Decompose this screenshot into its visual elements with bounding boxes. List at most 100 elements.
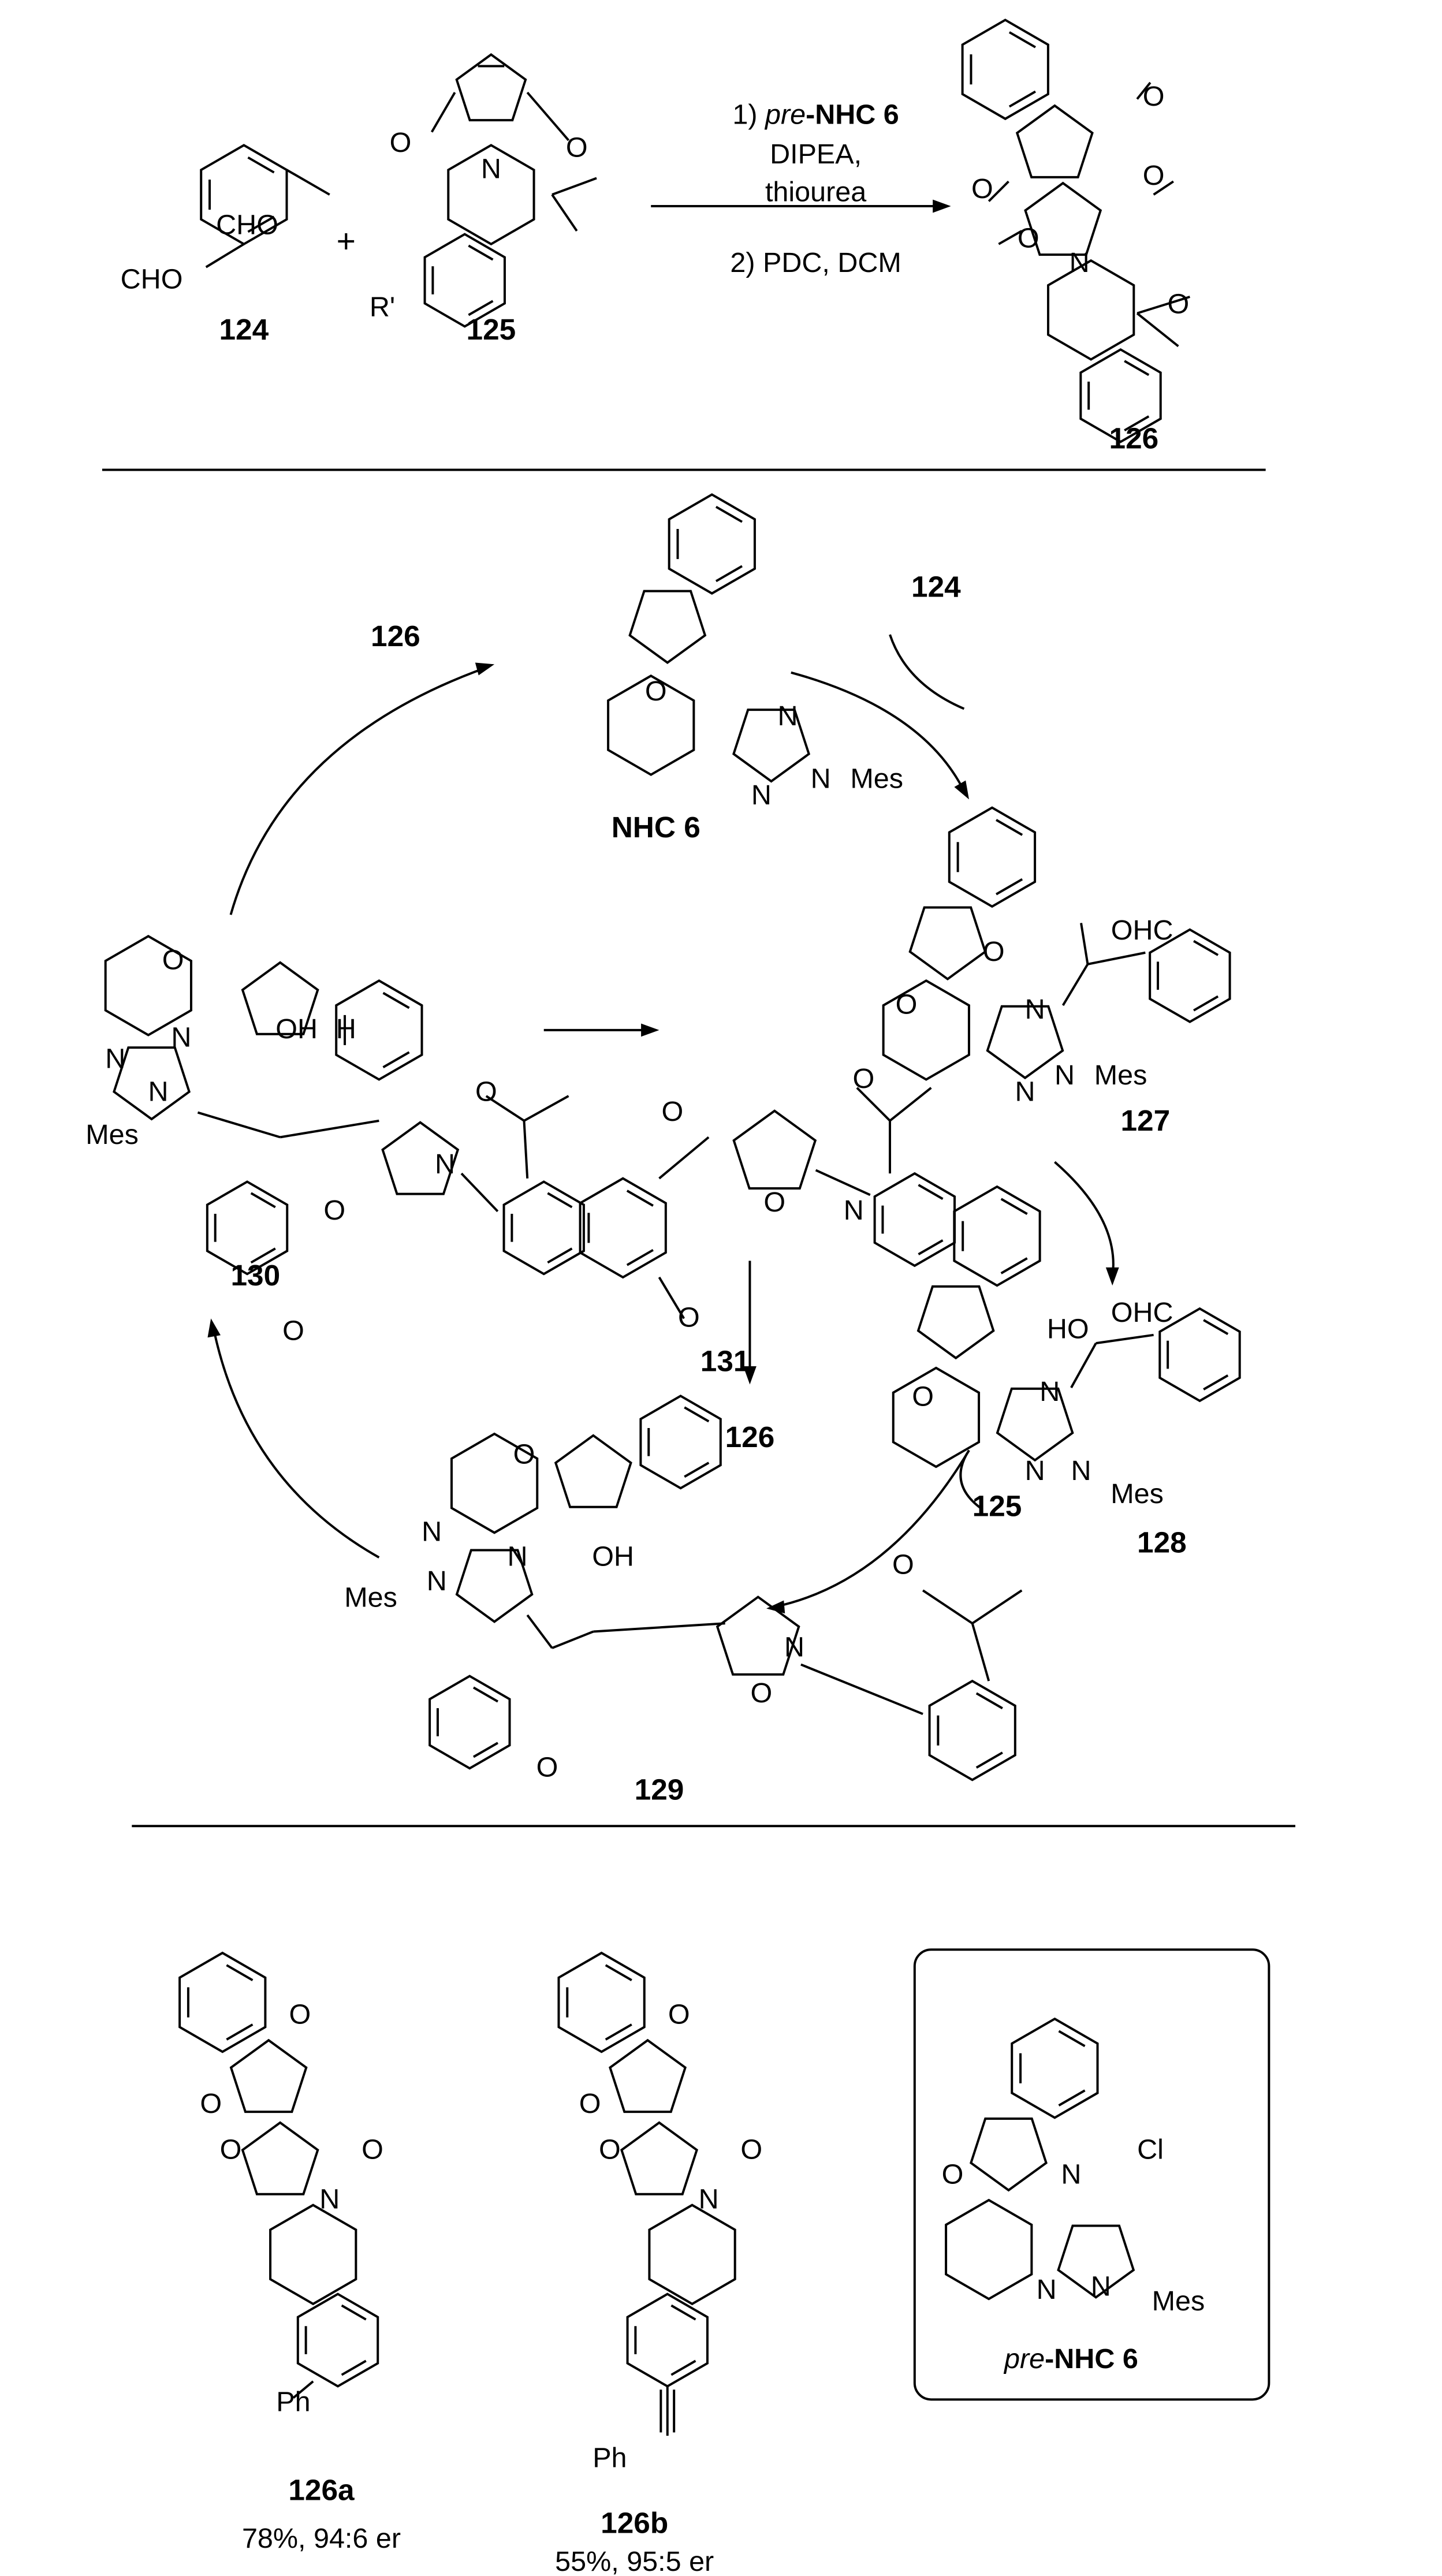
condition-thiourea: thiourea xyxy=(765,176,866,207)
six-membered-ring xyxy=(269,2204,357,2306)
bond xyxy=(523,1095,569,1122)
bond xyxy=(971,1589,1023,1624)
atom-label: O xyxy=(740,2134,762,2165)
atom-label: N xyxy=(1025,1455,1045,1486)
bond xyxy=(1136,312,1179,348)
reaction-arrow xyxy=(1054,1161,1115,1278)
bond xyxy=(1153,180,1174,196)
atom-label: O xyxy=(892,1549,914,1580)
five-membered-ring xyxy=(716,1595,800,1676)
bond xyxy=(670,2359,696,2376)
bond xyxy=(247,215,275,233)
benzene-ring xyxy=(928,1679,1016,1781)
benzene-ring xyxy=(335,979,423,1081)
bond xyxy=(1061,963,1089,1006)
bond xyxy=(1137,296,1190,315)
compound-label-125: 125 xyxy=(467,313,516,346)
six-membered-ring xyxy=(450,1432,539,1534)
five-membered-ring xyxy=(916,1285,995,1360)
five-membered-ring xyxy=(381,1121,460,1195)
result-126b: 55%, 95:5 er xyxy=(555,2546,714,2576)
atom-label: O xyxy=(599,2134,621,2165)
atom-label: N xyxy=(699,2183,719,2215)
atom-label: O xyxy=(661,1096,683,1127)
reaction-arrow xyxy=(213,1331,380,1559)
atom-label: N xyxy=(105,1043,125,1075)
atom-label: O xyxy=(220,2134,242,2165)
atom-label: N xyxy=(778,700,798,732)
atom-label: O xyxy=(323,1195,345,1226)
atom-label: Mes xyxy=(1111,1478,1164,1509)
atom-label: N xyxy=(811,763,831,794)
bond xyxy=(485,1095,525,1122)
bond xyxy=(918,1239,944,1255)
five-membered-ring xyxy=(1057,2224,1135,2299)
bond xyxy=(286,169,330,196)
atom-label: O xyxy=(513,1438,535,1470)
bond xyxy=(1193,940,1219,956)
arrowhead xyxy=(743,1366,757,1385)
five-membered-ring xyxy=(609,2038,687,2113)
compound-label-126: 126 xyxy=(1109,422,1159,455)
bond xyxy=(975,1751,1003,1769)
cycle-input-125: 125 xyxy=(972,1490,1022,1523)
benzene-ring xyxy=(296,2292,379,2388)
bond xyxy=(975,1692,1003,1710)
bond xyxy=(1058,2089,1086,2107)
intermediate-label-127: 127 xyxy=(1120,1104,1170,1137)
arrowhead xyxy=(1105,1267,1119,1286)
benzene-ring xyxy=(873,1172,956,1268)
atom-label: N xyxy=(784,1631,804,1662)
atom-label: N xyxy=(1039,1376,1060,1407)
atom-label: N xyxy=(422,1516,442,1548)
bond xyxy=(1000,1257,1028,1274)
five-membered-ring xyxy=(554,1434,632,1508)
bond xyxy=(1058,2030,1086,2048)
bond xyxy=(552,1630,594,1649)
condition-dipea: DIPEA, xyxy=(770,139,862,170)
five-membered-ring xyxy=(969,2118,1048,2192)
five-membered-ring xyxy=(455,1549,534,1623)
bond xyxy=(605,2023,632,2041)
precatalyst-box xyxy=(913,1948,1270,2401)
benzene-ring xyxy=(502,1180,585,1276)
precatalyst-label: pre-NHC 6 xyxy=(1003,2343,1138,2374)
reaction-arrow xyxy=(774,1449,970,1608)
substituent-r-label: R' xyxy=(370,292,395,323)
six-membered-ring xyxy=(104,934,192,1037)
atom-label: OHC xyxy=(1111,915,1173,946)
bond xyxy=(205,243,245,269)
atom-label: N xyxy=(1091,2271,1111,2302)
bond xyxy=(715,505,743,523)
atom-label: O xyxy=(1143,160,1165,191)
six-membered-ring xyxy=(945,2198,1033,2301)
bond xyxy=(1124,415,1150,432)
bond xyxy=(856,1087,891,1122)
atom-label: OHC xyxy=(1111,1297,1173,1328)
atom-label: O xyxy=(289,1999,311,2030)
atom-label: O xyxy=(162,944,184,975)
bond xyxy=(998,230,1023,245)
benzene-ring xyxy=(428,1675,511,1770)
atom-label: N xyxy=(1055,1060,1075,1091)
six-membered-ring xyxy=(447,144,535,245)
bond xyxy=(815,1169,871,1196)
atom-label: O xyxy=(579,2088,601,2119)
atom-label: HO xyxy=(1047,1314,1089,1345)
atom-label: O xyxy=(971,173,993,204)
substituent-ph-126b: Ph xyxy=(593,2442,627,2473)
compound-label-124: 124 xyxy=(219,313,269,346)
atom-label: N xyxy=(751,780,772,811)
compound-label-126a: 126a xyxy=(288,2473,355,2506)
bond xyxy=(626,1190,654,1207)
cycle-input-124: 124 xyxy=(911,570,961,603)
arrowhead xyxy=(933,199,951,213)
plus-sign: + xyxy=(337,223,356,260)
bond xyxy=(1096,1333,1154,1345)
five-membered-ring xyxy=(986,1005,1064,1080)
atom-label: N xyxy=(427,1565,447,1597)
atom-label: O xyxy=(536,1752,558,1783)
five-membered-ring xyxy=(229,2038,308,2113)
benzene-ring xyxy=(178,1951,267,2053)
